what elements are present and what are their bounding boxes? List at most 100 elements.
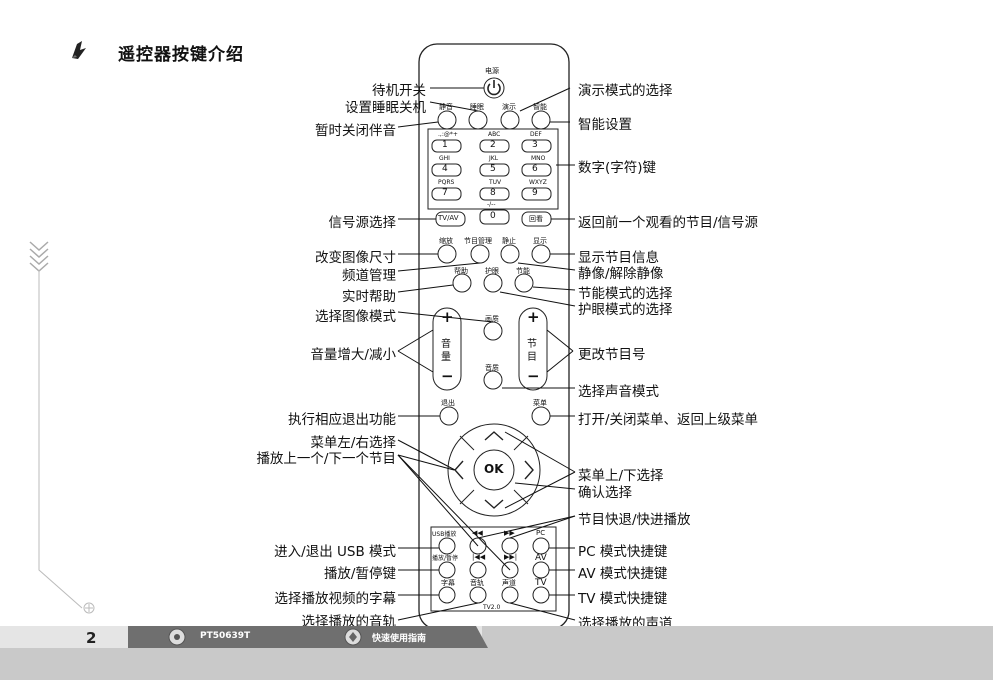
label-mute: 暂时关闭伴音: [315, 123, 396, 139]
label-help: 实时帮助: [342, 289, 396, 305]
key-0-num: 0: [490, 211, 496, 221]
label-rewind-ff: 节目快退/快进播放: [578, 512, 691, 528]
menu-button[interactable]: [531, 406, 551, 426]
key-6[interactable]: [521, 163, 552, 177]
label-source: 信号源选择: [328, 215, 397, 231]
av-button[interactable]: [532, 561, 550, 579]
channel-manage-button[interactable]: [470, 244, 490, 264]
tv-av-label: TV/AV: [438, 214, 459, 222]
key-1[interactable]: [431, 139, 462, 153]
decorative-line: [20, 270, 100, 619]
program-rocker[interactable]: [518, 307, 548, 391]
smart-button[interactable]: [531, 110, 551, 130]
audio-channel-label: 声道: [502, 579, 516, 587]
label-picture-mode: 选择图像模式: [315, 309, 396, 325]
key-2[interactable]: [479, 139, 510, 153]
zoom-label: 缩放: [439, 237, 453, 245]
demo-button[interactable]: [500, 110, 520, 130]
freeze-label: 静止: [502, 237, 516, 245]
mute-label: 静音: [439, 103, 453, 111]
play-pause-button[interactable]: [438, 561, 456, 579]
key-1-sub: .,:@*+: [438, 131, 458, 138]
volume-minus: −: [441, 367, 454, 385]
display-label: 显示: [533, 237, 547, 245]
sleep-button[interactable]: [468, 110, 488, 130]
key-2-sub: ABC: [488, 131, 501, 138]
key-7-num: 7: [442, 188, 448, 198]
key-8-num: 8: [490, 188, 496, 198]
pc-button[interactable]: [532, 537, 550, 555]
previous-button[interactable]: [469, 561, 487, 579]
label-subtitle: 选择播放视频的字幕: [274, 591, 397, 607]
footer-tab-edge: [458, 626, 488, 652]
tv2-label: TV2.0: [483, 604, 501, 611]
label-tv: TV 模式快捷键: [578, 591, 668, 607]
label-confirm: 确认选择: [578, 485, 632, 501]
volume-label-1: 音: [441, 339, 451, 350]
picture-mode-label: 画质: [485, 315, 499, 323]
key-0[interactable]: [479, 209, 510, 225]
previous-label: |◀◀: [472, 553, 486, 561]
subtitle-label: 字幕: [441, 579, 455, 587]
label-freeze: 静像/解除静像: [578, 266, 664, 282]
display-button[interactable]: [531, 244, 551, 264]
label-play-pause: 播放/暂停键: [323, 566, 396, 582]
label-eye-care: 护眼模式的选择: [578, 302, 673, 318]
sound-mode-button[interactable]: [483, 370, 503, 390]
key-5[interactable]: [479, 163, 510, 177]
key-3[interactable]: [521, 139, 552, 153]
eye-care-label: 护眼: [485, 267, 499, 275]
program-plus: +: [527, 308, 540, 326]
eye-care-button[interactable]: [483, 273, 503, 293]
sleep-label: 睡眠: [470, 103, 484, 111]
key-2-num: 2: [490, 140, 496, 150]
zoom-button[interactable]: [437, 244, 457, 264]
key-9[interactable]: [521, 187, 552, 201]
key-6-sub: MNO: [531, 155, 546, 162]
key-8[interactable]: [479, 187, 510, 201]
label-sleep: 设置睡眠关机: [345, 100, 426, 116]
fast-forward-button[interactable]: [501, 537, 519, 555]
program-minus: −: [527, 367, 540, 385]
label-pc: PC 模式快捷键: [578, 544, 668, 560]
ok-label: OK: [484, 462, 504, 476]
key-7[interactable]: [431, 187, 462, 201]
key-6-num: 6: [532, 164, 538, 174]
key-4[interactable]: [431, 163, 462, 177]
huikan-label: 回看: [529, 215, 543, 223]
av-label: AV: [535, 553, 547, 563]
key-1-num: 1: [442, 140, 448, 150]
usb-button[interactable]: [438, 537, 456, 555]
key-3-sub: DEF: [530, 131, 542, 138]
program-label-2: 目: [527, 352, 537, 363]
audio-track-button[interactable]: [469, 586, 487, 604]
freeze-button[interactable]: [500, 244, 520, 264]
page-number: 2: [86, 629, 97, 647]
label-exit: 执行相应退出功能: [288, 412, 396, 428]
guide-title: 快速使用指南: [372, 634, 427, 644]
key-9-sub: WXYZ: [529, 179, 547, 186]
label-prev-next: 播放上一个/下一个节目: [256, 451, 396, 467]
subtitle-button[interactable]: [438, 586, 456, 604]
menu-label: 菜单: [533, 399, 547, 407]
exit-button[interactable]: [439, 406, 459, 426]
page-title: 遥控器按键介绍: [118, 45, 244, 65]
picture-mode-button[interactable]: [483, 321, 503, 341]
key-4-sub: GHI: [439, 155, 450, 162]
energy-save-button[interactable]: [514, 273, 534, 293]
key-7-sub: PQRS: [438, 179, 455, 186]
label-return: 返回前一个观看的节目/信号源: [578, 215, 759, 231]
audio-channel-button[interactable]: [501, 586, 519, 604]
footer-dark-strip: [128, 626, 458, 648]
mute-button[interactable]: [437, 110, 457, 130]
tv-button[interactable]: [532, 586, 550, 604]
label-usb: 进入/退出 USB 模式: [274, 544, 396, 560]
help-button[interactable]: [452, 273, 472, 293]
pencil-icon: [68, 38, 92, 66]
label-digits: 数字(字符)键: [578, 160, 657, 176]
disc-icon: [168, 628, 186, 650]
audio-track-label: 音轨: [470, 579, 484, 587]
label-up-down: 菜单上/下选择: [578, 468, 664, 484]
volume-rocker[interactable]: [432, 307, 462, 391]
label-zoom: 改变图像尺寸: [315, 250, 396, 266]
